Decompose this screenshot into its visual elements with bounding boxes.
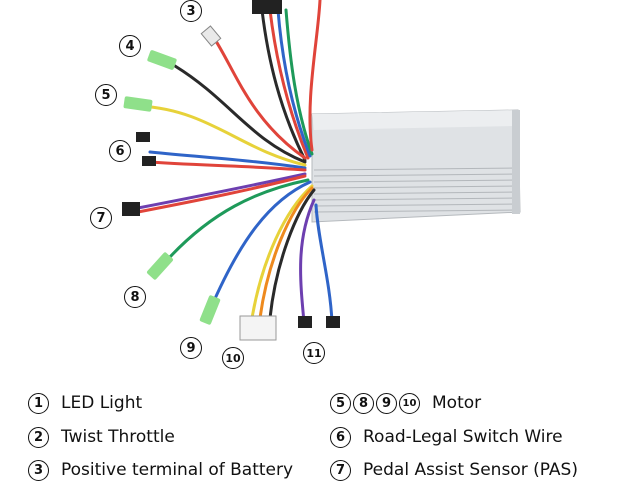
callout-10: 10 (222, 347, 244, 369)
legend-label: Pedal Assist Sensor (PAS) (363, 460, 578, 480)
callout-6: 6 (109, 140, 131, 162)
legend-item-twist-throttle: 2 Twist Throttle (28, 425, 175, 449)
legend-number: 7 (330, 459, 351, 481)
controller-box (311, 109, 521, 223)
callout-9: 9 (180, 337, 202, 359)
legend-item-motor: 5 8 9 10 Motor (330, 391, 481, 415)
legend-number: 5 (330, 392, 351, 414)
legend-number: 1 (28, 392, 49, 414)
legend-label: Twist Throttle (61, 427, 175, 447)
legend-number: 10 (399, 392, 420, 414)
legend-item-led-light: 1 LED Light (28, 391, 142, 415)
wires (136, 0, 334, 324)
legend-label: Motor (432, 393, 482, 413)
legend-number: 6 (330, 426, 351, 448)
legend-label: Positive terminal of Battery (61, 460, 294, 480)
callout-7: 7 (90, 207, 112, 229)
legend-number: 8 (353, 392, 374, 414)
legend-item-battery-positive: 3 Positive terminal of Battery (28, 458, 293, 482)
callout-11: 11 (303, 342, 325, 364)
callout-5: 5 (95, 84, 117, 106)
legend-label: Road-Legal Switch Wire (363, 427, 563, 447)
legend-number: 9 (376, 392, 397, 414)
legend-item-switch-wire: 6 Road-Legal Switch Wire (330, 425, 563, 449)
callout-8: 8 (124, 286, 146, 308)
connectors (122, 0, 340, 341)
legend-label: LED Light (61, 393, 143, 413)
legend-number: 2 (28, 426, 49, 448)
legend-item-pas: 7 Pedal Assist Sensor (PAS) (330, 458, 578, 482)
legend-number: 3 (28, 459, 49, 481)
callout-4: 4 (119, 35, 141, 57)
callout-3: 3 (180, 0, 202, 22)
